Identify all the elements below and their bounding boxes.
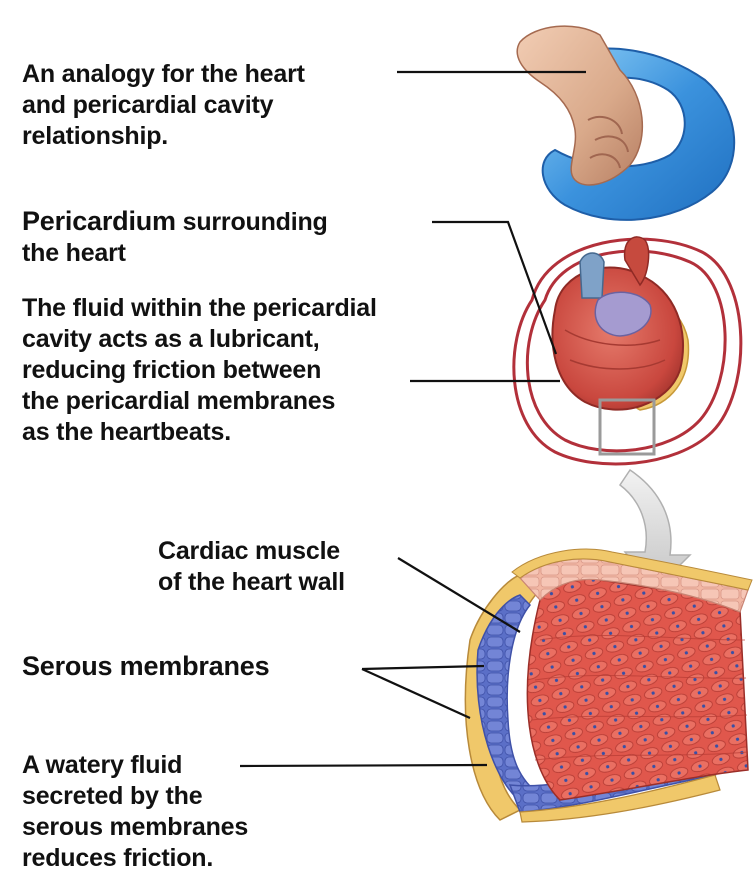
label-pericardium-line2: the heart [22, 238, 328, 269]
label-watery-line1: A watery fluid [22, 750, 248, 781]
heart-with-pericardium [514, 237, 741, 464]
label-analogy: An analogy for the heart and pericardial… [22, 59, 305, 152]
leader-watery [240, 765, 487, 766]
label-pericardium-rest: surrounding [176, 208, 328, 236]
label-watery-line2: secreted by the [22, 781, 248, 812]
label-pericardium: Pericardium surrounding the heart [22, 206, 328, 269]
label-fluid-line5: as the heartbeats. [22, 417, 377, 448]
label-cardiac: Cardiac muscle of the heart wall [158, 536, 345, 598]
leader-serous-2 [362, 669, 470, 718]
label-cardiac-line1: Cardiac muscle [158, 536, 345, 567]
label-fluid-line4: the pericardial membranes [22, 386, 377, 417]
label-serous-text: Serous membranes [22, 651, 269, 681]
fist-balloon-analogy [517, 26, 734, 220]
label-fluid-line2: cavity acts as a lubricant, [22, 324, 377, 355]
label-serous: Serous membranes [22, 651, 269, 683]
label-pericardium-bold: Pericardium [22, 206, 176, 236]
label-fluid-line3: reducing friction between [22, 355, 377, 386]
label-analogy-line1: An analogy for the heart [22, 59, 305, 90]
label-analogy-line2: and pericardial cavity [22, 90, 305, 121]
label-watery-line4: reduces friction. [22, 843, 248, 874]
label-analogy-bold: pericardial cavity [73, 91, 274, 119]
tissue-block [465, 549, 752, 822]
label-cardiac-line2: of the heart wall [158, 567, 345, 598]
label-watery-line3: serous membranes [22, 812, 248, 843]
label-analogy-line3: relationship. [22, 121, 305, 152]
label-watery: A watery fluid secreted by the serous me… [22, 750, 248, 874]
label-pericardium-line1: Pericardium surrounding [22, 206, 328, 238]
label-analogy-prefix: and [22, 91, 73, 119]
label-fluid-line1: The fluid within the pericardial [22, 293, 377, 324]
label-fluid: The fluid within the pericardial cavity … [22, 293, 377, 448]
leader-serous-1 [362, 666, 484, 669]
